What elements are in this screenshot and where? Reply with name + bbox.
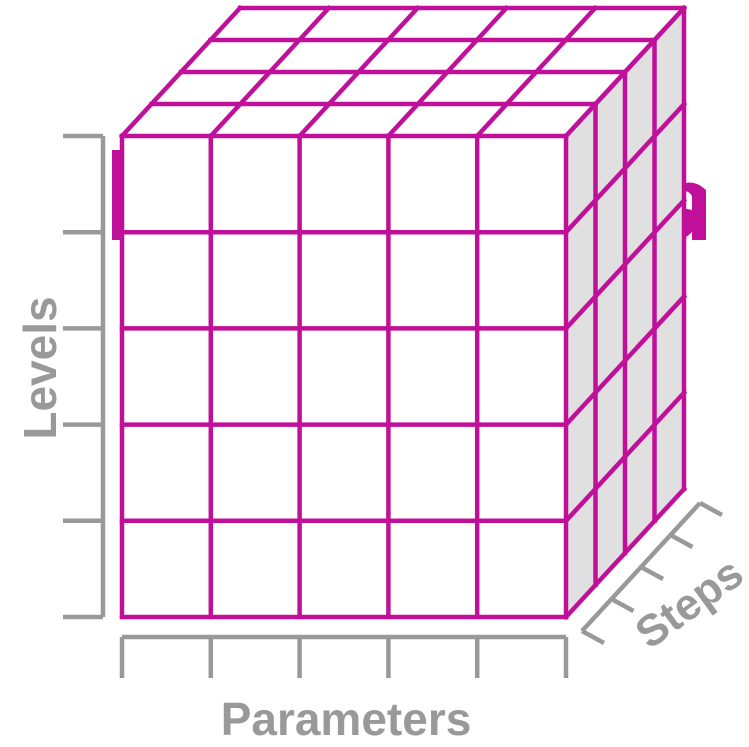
data-cube (118, 4, 688, 621)
levels-axis (63, 133, 106, 620)
levels-axis-label: Levels (14, 296, 66, 439)
steps-axis (580, 501, 724, 645)
steps-tick (610, 597, 635, 613)
steps-tick (580, 629, 606, 645)
cube-front-face (122, 136, 566, 617)
cube-grid-lines (118, 4, 688, 621)
parameters-axis-label: Parameters (221, 693, 472, 745)
steps-tick (698, 501, 724, 517)
steps-tick (639, 565, 665, 581)
parameters-axis (119, 634, 569, 678)
steps-tick (669, 533, 694, 549)
